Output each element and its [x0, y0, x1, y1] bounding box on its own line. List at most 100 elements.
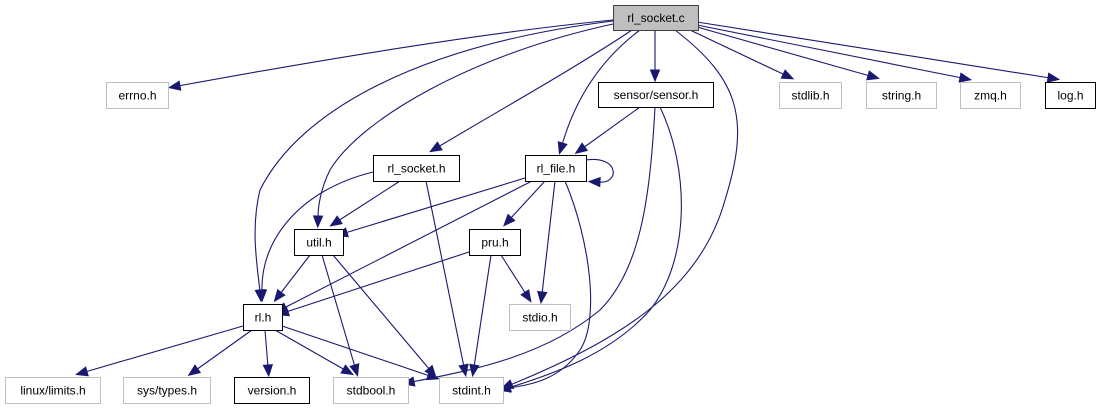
edge-line	[507, 180, 592, 389]
edge-line	[425, 180, 465, 368]
edge-rl-h-to-version-h	[262, 329, 274, 378]
node-stdio-h: stdio.h	[509, 304, 571, 331]
node-zmq-h: zmq.h	[960, 82, 1021, 109]
edge-line	[473, 254, 492, 368]
node-box	[243, 304, 283, 331]
edge-line	[317, 23, 614, 219]
edge-line	[344, 177, 526, 234]
node-box	[525, 155, 587, 182]
edge-rl-socket-c-to-rl-file-h	[557, 29, 641, 155]
edge-line	[509, 180, 546, 220]
node-box	[613, 5, 699, 31]
edge-rl-socket-h-to-stdint-h	[425, 180, 469, 378]
edge-line	[337, 180, 401, 222]
edge-rl-socket-h-to-util-h	[329, 180, 401, 227]
node-label: util.h	[306, 236, 331, 250]
node-label: sys/types.h	[137, 384, 197, 398]
node-label: rl_socket.c	[627, 11, 684, 25]
edge-line	[254, 20, 614, 293]
edge-rl-file-h-to-util-h	[335, 177, 526, 238]
edge-line	[696, 24, 963, 79]
arrowhead-icon	[187, 364, 202, 376]
node-label: stdlib.h	[791, 89, 829, 103]
node-label: rl_file.h	[537, 162, 576, 176]
edges-layer	[75, 19, 1061, 393]
edge-rl-socket-c-to-stdlib-h	[689, 29, 795, 80]
node-rl-socket-h[interactable]: rl_socket.h	[373, 155, 460, 182]
edge-line	[279, 254, 311, 295]
node-box	[373, 155, 460, 182]
edge-rl-file-h-to-pru-h	[503, 180, 546, 227]
edge-sensor-h-to-stdint-h	[498, 106, 682, 393]
node-box	[5, 377, 101, 404]
node-rl-socket-c[interactable]: rl_socket.c	[613, 5, 699, 31]
node-box	[598, 82, 714, 108]
node-box	[123, 377, 211, 404]
node-string-h: string.h	[866, 82, 937, 109]
edge-rl-socket-c-to-zmq-h	[696, 24, 973, 83]
node-stdint-h: stdint.h	[439, 377, 504, 404]
node-box	[960, 82, 1021, 109]
node-label: version.h	[248, 384, 297, 398]
node-label: string.h	[882, 89, 921, 103]
arrowhead-icon	[469, 363, 480, 378]
node-util-h[interactable]: util.h	[294, 229, 344, 256]
node-sensor-h[interactable]: sensor/sensor.h	[598, 82, 714, 108]
node-box	[333, 377, 409, 404]
edge-line	[332, 254, 431, 371]
arrowhead-icon	[557, 141, 568, 155]
node-label: stdbool.h	[347, 384, 396, 398]
edge-line	[696, 26, 871, 77]
arrowhead-icon	[587, 176, 601, 188]
node-box	[469, 229, 521, 256]
node-label: linux/limits.h	[20, 384, 85, 398]
edge-pru-h-to-rl-h	[276, 251, 470, 317]
arrowhead-icon	[349, 363, 360, 377]
edge-line	[411, 106, 656, 383]
node-log-h[interactable]: log.h	[1045, 82, 1096, 109]
edge-line	[321, 254, 356, 368]
node-label: stdio.h	[522, 311, 557, 325]
arrowhead-icon	[262, 364, 274, 378]
arrowhead-icon	[574, 142, 589, 155]
edge-rl-socket-c-to-sensor-h	[649, 30, 661, 83]
arrowhead-icon	[780, 69, 795, 80]
node-rl-h[interactable]: rl.h	[243, 304, 283, 331]
edge-rl-socket-c-to-util-h	[312, 23, 614, 229]
edge-line	[274, 329, 346, 371]
arrowhead-icon	[537, 290, 548, 305]
edge-line	[195, 329, 253, 371]
arrowhead-icon	[312, 215, 324, 229]
edge-pru-h-to-stdio-h	[500, 254, 532, 303]
node-box	[509, 304, 571, 331]
edge-line	[285, 251, 470, 313]
edge-rl-h-to-sys-types-h	[187, 329, 253, 376]
edge-line	[281, 325, 431, 377]
arrowhead-icon	[458, 363, 469, 378]
edge-rl-socket-c-to-rl-socket-h	[429, 29, 633, 153]
edge-line	[541, 180, 556, 295]
edge-line	[264, 329, 269, 368]
arrowhead-icon	[503, 213, 516, 227]
edge-util-h-to-rl-h	[273, 254, 311, 303]
node-rl-file-h[interactable]: rl_file.h	[525, 155, 587, 182]
edge-line	[261, 171, 374, 293]
edge-line	[507, 106, 682, 389]
node-pru-h[interactable]: pru.h	[469, 229, 521, 256]
node-label: sensor/sensor.h	[614, 88, 699, 102]
edge-line	[283, 180, 533, 309]
arrowhead-icon	[520, 289, 532, 303]
arrowhead-icon	[1046, 72, 1061, 83]
node-label: rl.h	[255, 311, 272, 325]
node-errno-h: errno.h	[106, 82, 169, 109]
node-box	[779, 82, 842, 109]
edge-rl-h-to-stdbool-h	[274, 329, 354, 376]
node-label: zmq.h	[974, 89, 1007, 103]
node-stdbool-h: stdbool.h	[333, 377, 409, 404]
edge-line	[582, 106, 641, 149]
node-box	[866, 82, 937, 109]
edge-rl-socket-c-to-errno-h	[167, 19, 614, 91]
node-version-h[interactable]: version.h	[234, 377, 310, 404]
node-label: stdint.h	[452, 384, 491, 398]
